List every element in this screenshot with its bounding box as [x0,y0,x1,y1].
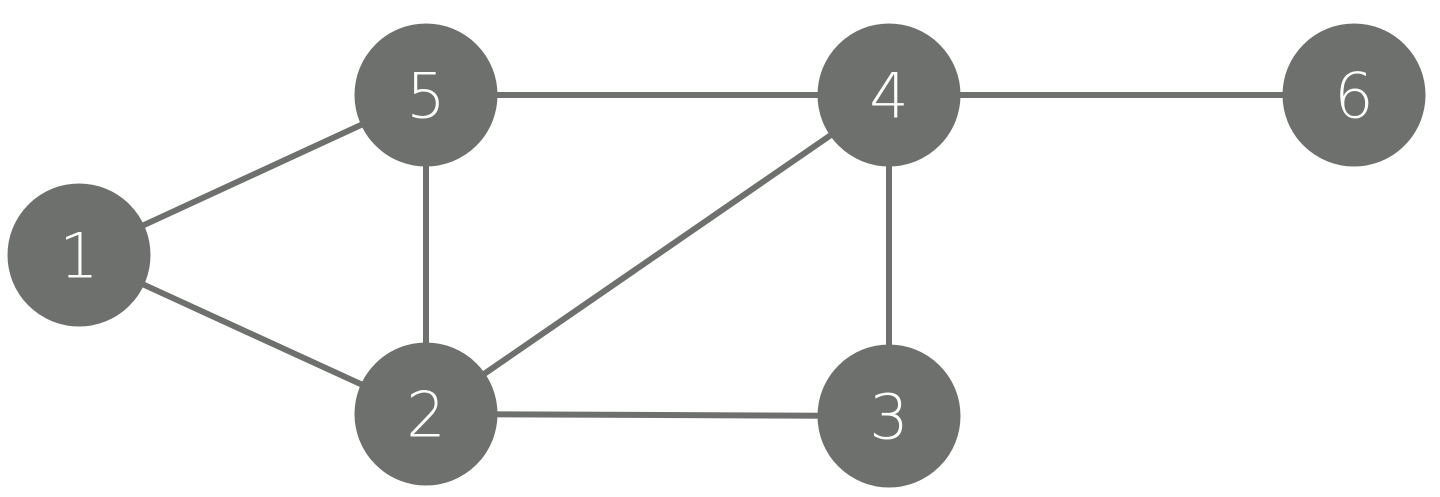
graph-node-2[interactable]: 2 [354,342,498,486]
graph-node-circle-3[interactable] [817,344,961,488]
graph-node-label-1: 1 [59,220,98,293]
graph-node-label-5: 5 [406,60,445,133]
graph-node-circle-6[interactable] [1282,23,1426,167]
graph-node-circle-1[interactable] [7,183,151,327]
graph-node-1[interactable]: 1 [7,183,151,327]
graph-node-circle-2[interactable] [354,342,498,486]
graph-node-label-2: 2 [406,379,445,452]
graph-node-4[interactable]: 4 [817,23,961,167]
edge-layer [77,92,1354,419]
graph-node-circle-5[interactable] [354,23,498,167]
graph-edge-2-3[interactable] [425,411,890,419]
graph-node-label-3: 3 [869,381,908,454]
graph-node-3[interactable]: 3 [817,344,961,488]
node-layer: 1 5 4 6 2 3 [7,23,1426,488]
graph-node-5[interactable]: 5 [354,23,498,167]
graph-node-circle-4[interactable] [817,23,961,167]
graph-node-label-4: 4 [869,60,908,133]
graph-node-6[interactable]: 6 [1282,23,1426,167]
graph-node-label-6: 6 [1334,60,1373,133]
graph-edge-4-2[interactable] [424,92,891,417]
